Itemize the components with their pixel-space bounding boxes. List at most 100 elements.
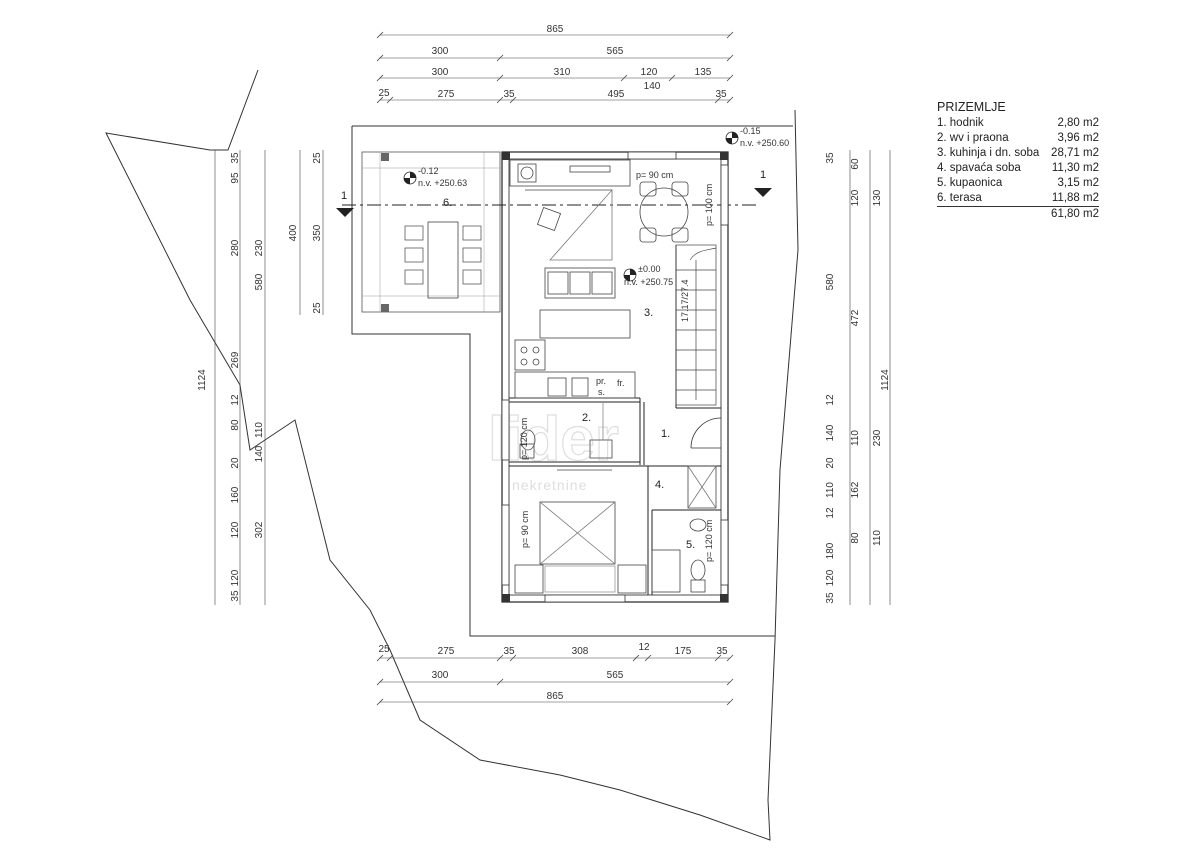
schedule-room-name: 6. terasa bbox=[937, 192, 982, 204]
watermark-subword: nekretnine bbox=[512, 477, 587, 493]
entry-door bbox=[690, 417, 722, 449]
left-dim: 350 bbox=[312, 224, 323, 241]
top-dim: 565 bbox=[607, 46, 624, 57]
schedule-row: 4. spavaća soba 11,30 m2 bbox=[937, 161, 1099, 176]
bottom-dim: 35 bbox=[503, 646, 515, 657]
bottom-dim: 275 bbox=[438, 646, 455, 657]
section-line bbox=[336, 188, 772, 217]
kitchen-living bbox=[509, 159, 689, 399]
left-dim: 120 bbox=[230, 569, 241, 586]
left-dim: 12 bbox=[230, 394, 241, 406]
right-dim: 162 bbox=[850, 481, 861, 498]
right-dim: 20 bbox=[825, 457, 836, 469]
right-dim: 180 bbox=[825, 542, 836, 559]
room-schedule: PRIZEMLJE 1. hodnik 2,80 m2 2. wv i prao… bbox=[937, 100, 1099, 222]
staircase bbox=[675, 244, 717, 406]
bottom-dim: 35 bbox=[716, 646, 728, 657]
left-dim: 80 bbox=[230, 419, 241, 431]
right-dim: 80 bbox=[850, 532, 861, 544]
top-dim: 495 bbox=[608, 89, 625, 100]
schedule-room-area: 3,96 m2 bbox=[1057, 132, 1099, 144]
site-boundary bbox=[105, 69, 799, 841]
watermark-word: lider bbox=[488, 405, 619, 474]
left-dim-total: 1124 bbox=[197, 369, 208, 391]
bottom-dim: 175 bbox=[675, 646, 692, 657]
level-marker-corner: -0.15 n.v. +250.60 bbox=[725, 126, 789, 148]
schedule-row: 2. wv i praona 3,96 m2 bbox=[937, 131, 1099, 146]
level-marker-terrace: -0.12 n.v. +250.63 bbox=[403, 166, 467, 188]
room-number-2: 2. bbox=[582, 412, 591, 424]
left-dim: 35 bbox=[230, 152, 241, 164]
right-dim: 60 bbox=[850, 158, 861, 170]
right-dim: 140 bbox=[825, 424, 836, 441]
right-dim: 120 bbox=[850, 189, 861, 206]
fixture-label-pr: pr. bbox=[596, 376, 606, 386]
left-dim: 110 bbox=[254, 422, 265, 438]
bottom-dim-total: 865 bbox=[547, 691, 564, 702]
left-dim: 140 bbox=[254, 445, 265, 462]
room-number-5: 5. bbox=[686, 539, 695, 551]
schedule-room-area: 3,15 m2 bbox=[1057, 177, 1099, 189]
left-dim: 120 bbox=[230, 521, 241, 538]
schedule-room-area: 11,88 m2 bbox=[1051, 192, 1099, 204]
schedule-room-area: 11,30 m2 bbox=[1051, 162, 1099, 174]
schedule-title: PRIZEMLJE bbox=[937, 100, 1006, 114]
schedule-room-area: 28,71 m2 bbox=[1051, 147, 1099, 159]
right-dim: 110 bbox=[850, 430, 861, 446]
windows bbox=[501, 151, 729, 603]
schedule-row: 6. terasa 11,88 m2 bbox=[937, 191, 1099, 207]
level-value: ±0.00 bbox=[638, 264, 660, 274]
right-dim: 120 bbox=[825, 569, 836, 586]
section-mark-left: 1 bbox=[341, 190, 347, 202]
top-dim: 140 bbox=[644, 81, 661, 92]
terrace bbox=[361, 151, 501, 313]
left-dim: 269 bbox=[230, 351, 241, 368]
left-dim: 20 bbox=[230, 457, 241, 469]
door-label-bedroom: p= 90 cm bbox=[520, 511, 530, 548]
top-dim-total: 865 bbox=[547, 24, 564, 35]
fixture-label-fr: fr. bbox=[617, 378, 625, 388]
left-dim: 25 bbox=[312, 302, 323, 314]
dimension-lines bbox=[214, 34, 891, 703]
room-number-6: 6. bbox=[443, 197, 452, 209]
door-label-kitchen: p= 90 cm bbox=[636, 170, 673, 180]
level-nv: n.v. +250.60 bbox=[740, 138, 789, 148]
wc-fixtures bbox=[519, 377, 613, 459]
top-dim: 275 bbox=[438, 89, 455, 100]
top-dim: 120 bbox=[641, 67, 658, 78]
terrace-table bbox=[427, 221, 459, 299]
right-dim: 580 bbox=[825, 273, 836, 290]
top-dim: 300 bbox=[432, 46, 449, 57]
right-dim: 12 bbox=[825, 394, 836, 406]
right-dim: 130 bbox=[872, 189, 883, 206]
right-dim: 35 bbox=[825, 592, 836, 604]
bottom-dim: 308 bbox=[572, 646, 589, 657]
left-dim: 95 bbox=[230, 172, 241, 184]
bedroom bbox=[514, 465, 717, 594]
top-dim: 310 bbox=[554, 67, 571, 78]
left-dim: 400 bbox=[288, 224, 299, 241]
left-dim: 580 bbox=[254, 273, 265, 290]
stair-label: 17.17/27.4 bbox=[680, 279, 690, 322]
top-dim: 135 bbox=[695, 67, 712, 78]
level-value: -0.12 bbox=[418, 166, 439, 176]
schedule-room-name: 2. wv i praona bbox=[937, 132, 1009, 144]
bottom-dim: 565 bbox=[607, 670, 624, 681]
schedule-row: 3. kuhinja i dn. soba 28,71 m2 bbox=[937, 146, 1099, 161]
door-label-side: p= 100 cm bbox=[704, 184, 714, 226]
schedule-room-area: 2,80 m2 bbox=[1057, 117, 1099, 129]
schedule-room-name: 5. kupaonica bbox=[937, 177, 1003, 189]
watermark-logo: lider nekretnine bbox=[487, 404, 619, 493]
bathroom-fixtures bbox=[651, 518, 707, 593]
room-number-3: 3. bbox=[644, 307, 653, 319]
schedule-row: 1. hodnik 2,80 m2 bbox=[937, 116, 1099, 131]
level-nv: n.v. +250.63 bbox=[418, 178, 467, 188]
level-nv: n.v. +250.75 bbox=[624, 277, 673, 287]
fixture-label-s: s. bbox=[598, 387, 605, 397]
right-dim: 110 bbox=[825, 482, 836, 498]
section-mark-right: 1 bbox=[760, 169, 766, 181]
schedule-room-name: 3. kuhinja i dn. soba bbox=[937, 147, 1040, 159]
schedule-row: 5. kupaonica 3,15 m2 bbox=[937, 176, 1099, 191]
room-number-4: 4. bbox=[655, 479, 664, 491]
